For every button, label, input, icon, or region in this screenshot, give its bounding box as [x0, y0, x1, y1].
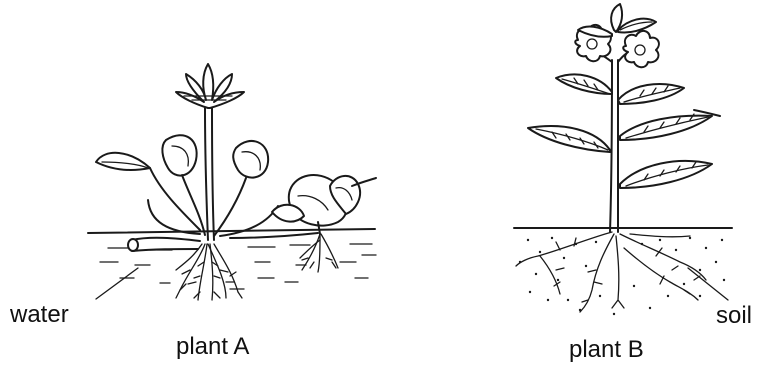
plant-a-caption: plant A [176, 335, 249, 359]
soil-label: soil [716, 304, 752, 328]
soil-pointer-line [688, 268, 728, 300]
plant-b-drawing [514, 4, 732, 315]
soil-surface [514, 228, 732, 315]
water-label: water [10, 303, 69, 327]
plant-a-drawing [88, 64, 376, 300]
plant-b-leaves [528, 4, 720, 188]
plant-b-roots [516, 232, 706, 312]
plant-b-caption: plant B [569, 338, 644, 362]
plant-a-offshoot [272, 175, 376, 272]
water-pointer-line [96, 268, 138, 299]
plant-a-flower [176, 64, 244, 108]
plant-a-roots [176, 244, 242, 300]
plant-a-leaves [96, 135, 278, 236]
